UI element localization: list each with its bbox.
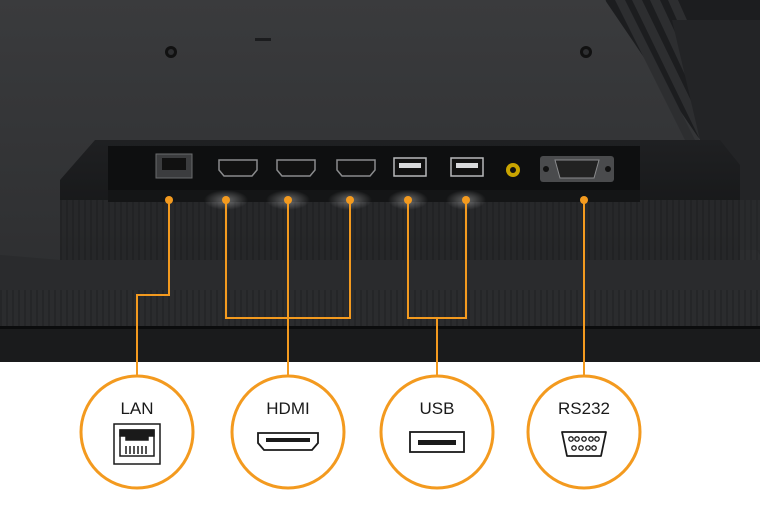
usb-port-icon <box>409 431 465 453</box>
lan-port <box>155 153 193 179</box>
callout-dots <box>165 196 588 204</box>
monitor-back-panel <box>0 0 760 362</box>
rs232-port <box>540 156 614 182</box>
port-label-hdmi: HDMI <box>266 399 309 418</box>
audio-jack <box>506 163 520 177</box>
callout-lan: LAN <box>79 374 195 490</box>
port-label-rs232: RS232 <box>558 399 610 418</box>
callout-usb: USB <box>379 374 495 490</box>
usb-port-1 <box>393 157 427 177</box>
usb-port-2 <box>450 157 484 177</box>
port-label-usb: USB <box>420 399 455 418</box>
rj45-lan-port-icon <box>113 423 161 465</box>
hdmi-port-2 <box>276 159 316 177</box>
callout-rs232: RS232 <box>526 374 642 490</box>
hdmi-port-1 <box>218 159 258 177</box>
port-label-lan: LAN <box>120 399 153 418</box>
hdmi-port-icon <box>257 432 319 451</box>
hdmi-port-3 <box>336 159 376 177</box>
callout-hdmi: HDMI <box>230 374 346 490</box>
db9-rs232-port-icon <box>561 431 607 457</box>
